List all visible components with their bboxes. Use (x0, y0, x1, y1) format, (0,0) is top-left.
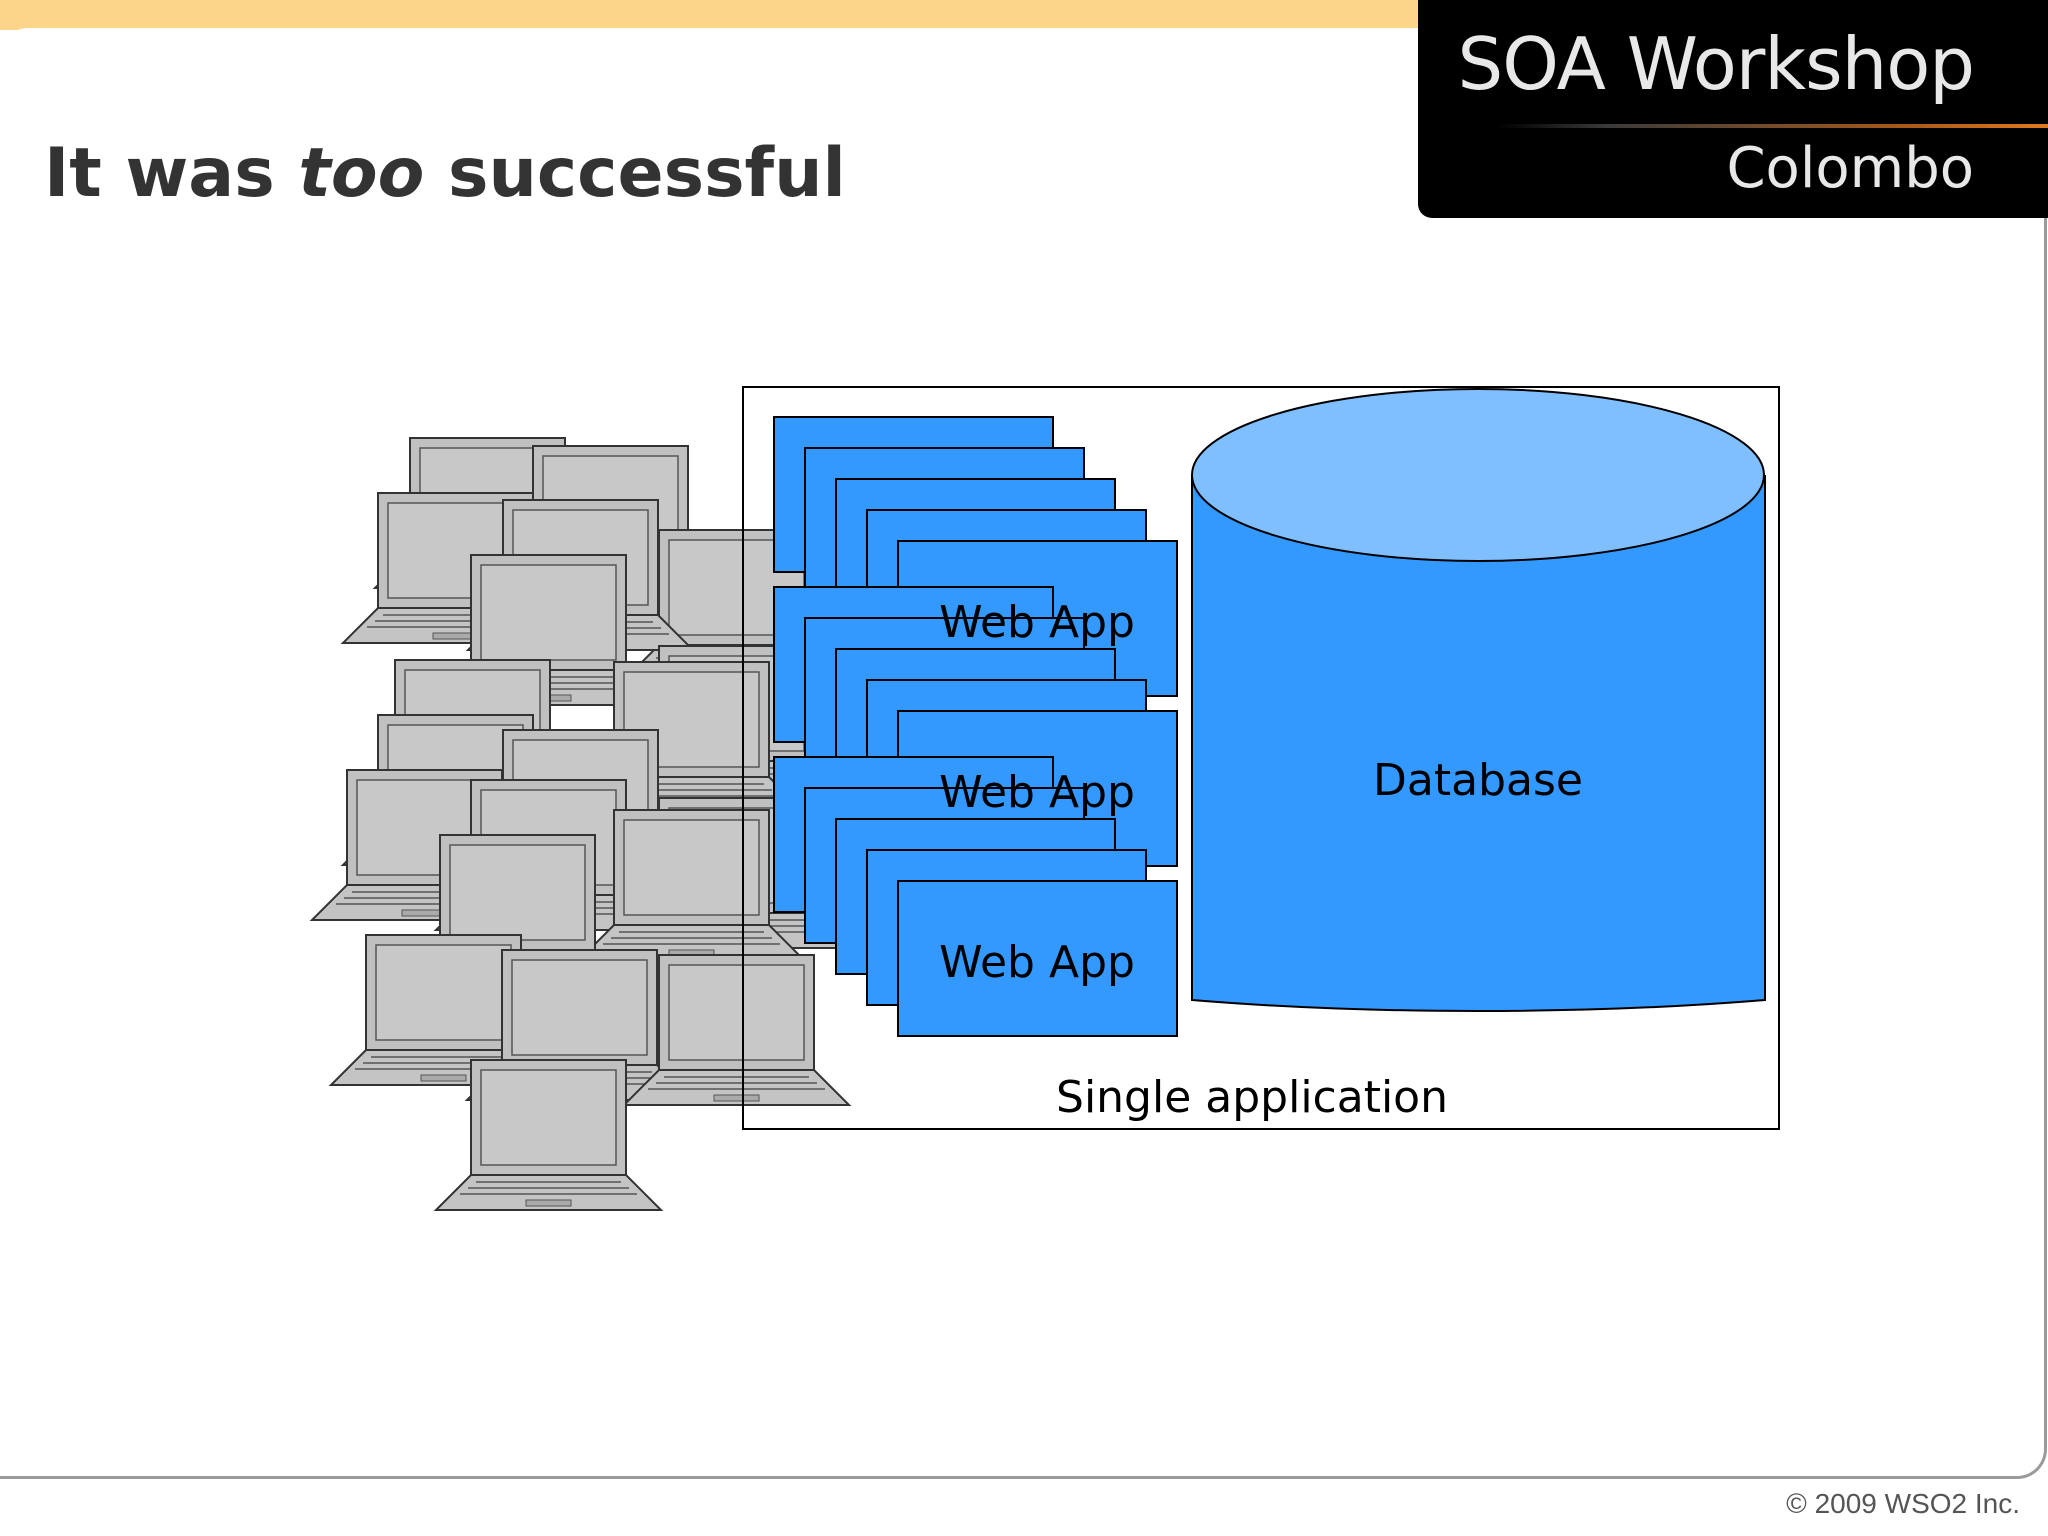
web-app-label: Web App (939, 937, 1135, 988)
web-app-group (773, 756, 1178, 1037)
title-part-3: successful (424, 134, 846, 213)
brand-divider (1498, 124, 2048, 128)
container-label: Single application (1056, 1072, 1448, 1123)
single-application-container (742, 386, 1780, 1130)
brand-subtitle: Colombo (1726, 136, 1974, 201)
brand-logo: SOA Workshop Colombo (1418, 0, 2048, 218)
web-app-label: Web App (939, 597, 1135, 648)
footer-copyright: © 2009 WSO2 Inc. (1786, 1488, 2020, 1519)
database-label: Database (1373, 755, 1583, 806)
web-app-label: Web App (939, 767, 1135, 818)
top-accent-bar (0, 0, 1420, 30)
database-cylinder: Database (1191, 388, 1766, 1012)
brand-title: SOA Workshop (1457, 22, 1975, 106)
title-part-1: It was (44, 134, 299, 213)
web-app-box (897, 880, 1178, 1037)
laptop-icon (433, 554, 664, 706)
title-emphasis: too (298, 134, 425, 213)
laptop-icon (621, 954, 852, 1106)
laptop-cluster (309, 437, 852, 1211)
laptop-icon (433, 1059, 664, 1211)
database-body (1191, 475, 1766, 1012)
database-top (1191, 388, 1765, 562)
page-title: It was too successful (44, 134, 846, 213)
